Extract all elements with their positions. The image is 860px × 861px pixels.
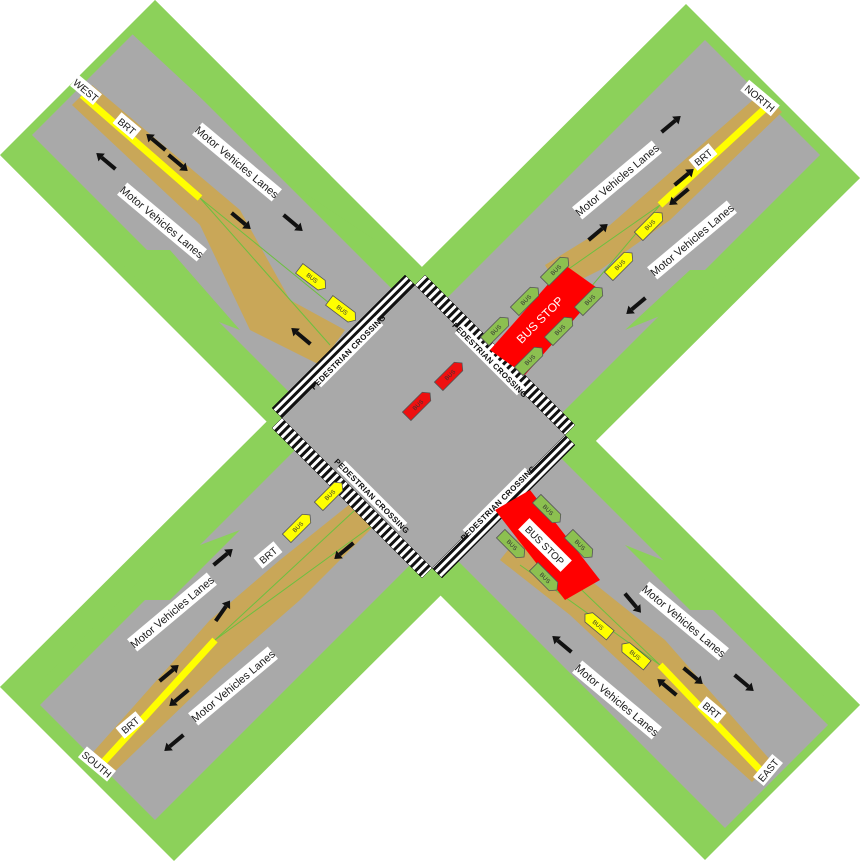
arrow-icon [282, 213, 303, 231]
brt-corridor-south [88, 500, 380, 778]
bus-stop-north-platform [490, 265, 600, 375]
guide-w1 [199, 197, 331, 346]
arrow-icon [552, 636, 573, 654]
wedge-n1 [625, 178, 860, 330]
intersection-box [282, 285, 565, 568]
arrow-icon [167, 153, 188, 171]
brt-line-south [95, 637, 218, 771]
arrow-icon [733, 673, 754, 691]
arrow-icon [169, 688, 190, 706]
arrow-icon [660, 116, 681, 134]
brt-labels: BRT BRT BRT BRT BRT [112, 112, 727, 739]
bus-icon [513, 346, 544, 377]
brt-line-east [657, 662, 765, 775]
arrow-icon [230, 211, 251, 229]
bus-icon [603, 251, 634, 282]
ped-inner-nw [292, 295, 415, 418]
bus-icon [509, 286, 540, 317]
bus-icon [295, 263, 326, 291]
bus-icon [313, 481, 344, 512]
bus-icon [573, 286, 604, 317]
bus-icon [528, 561, 559, 592]
ped-crossing-sw [271, 417, 433, 579]
arrow-icon [334, 541, 355, 559]
bus-icon [543, 316, 574, 347]
bus-icon [621, 642, 652, 671]
brt-line-west [79, 92, 203, 201]
bus-icon [433, 361, 464, 392]
bus-icon [633, 211, 664, 242]
arrow-icon [669, 187, 690, 205]
bus-icon [495, 528, 526, 559]
arrow-icon [682, 666, 703, 684]
grass-wedges [0, 0, 860, 705]
bus-icon [401, 391, 432, 422]
arrow-icon [214, 600, 231, 623]
bus-icon [563, 528, 594, 559]
arrow-icon [673, 169, 694, 187]
bus-icon [539, 256, 570, 287]
buses: BUS BUS BUS BUS BUS BUS BUS B [281, 211, 664, 671]
arrow-icon [146, 134, 167, 152]
brt-corridor-north [545, 92, 782, 290]
arrows [96, 116, 754, 751]
arrow-icon [657, 679, 678, 697]
guide-s2 [214, 519, 381, 641]
arrow-icon [96, 153, 117, 171]
bus-icon [479, 316, 510, 347]
guide-n1 [559, 204, 661, 276]
bus-icon [584, 612, 615, 641]
arrow-icon [623, 592, 641, 613]
wedge-s1 [0, 530, 240, 690]
wedge-w2 [130, 0, 375, 240]
guide-s1 [214, 509, 356, 641]
arrow-icon [291, 328, 312, 346]
brt-corridor-west [72, 85, 345, 365]
arrow-icon [164, 733, 185, 751]
arrow-icon [587, 224, 608, 242]
wedge-w1 [0, 155, 240, 330]
bus-icon [531, 493, 562, 524]
wedge-e1 [625, 545, 860, 705]
bus-icon [281, 513, 312, 544]
arrow-icon [212, 549, 233, 567]
arrow-icon [158, 665, 179, 683]
bus-icon [325, 295, 356, 323]
guide-w2 [199, 197, 351, 321]
arrow-icon [626, 296, 647, 314]
